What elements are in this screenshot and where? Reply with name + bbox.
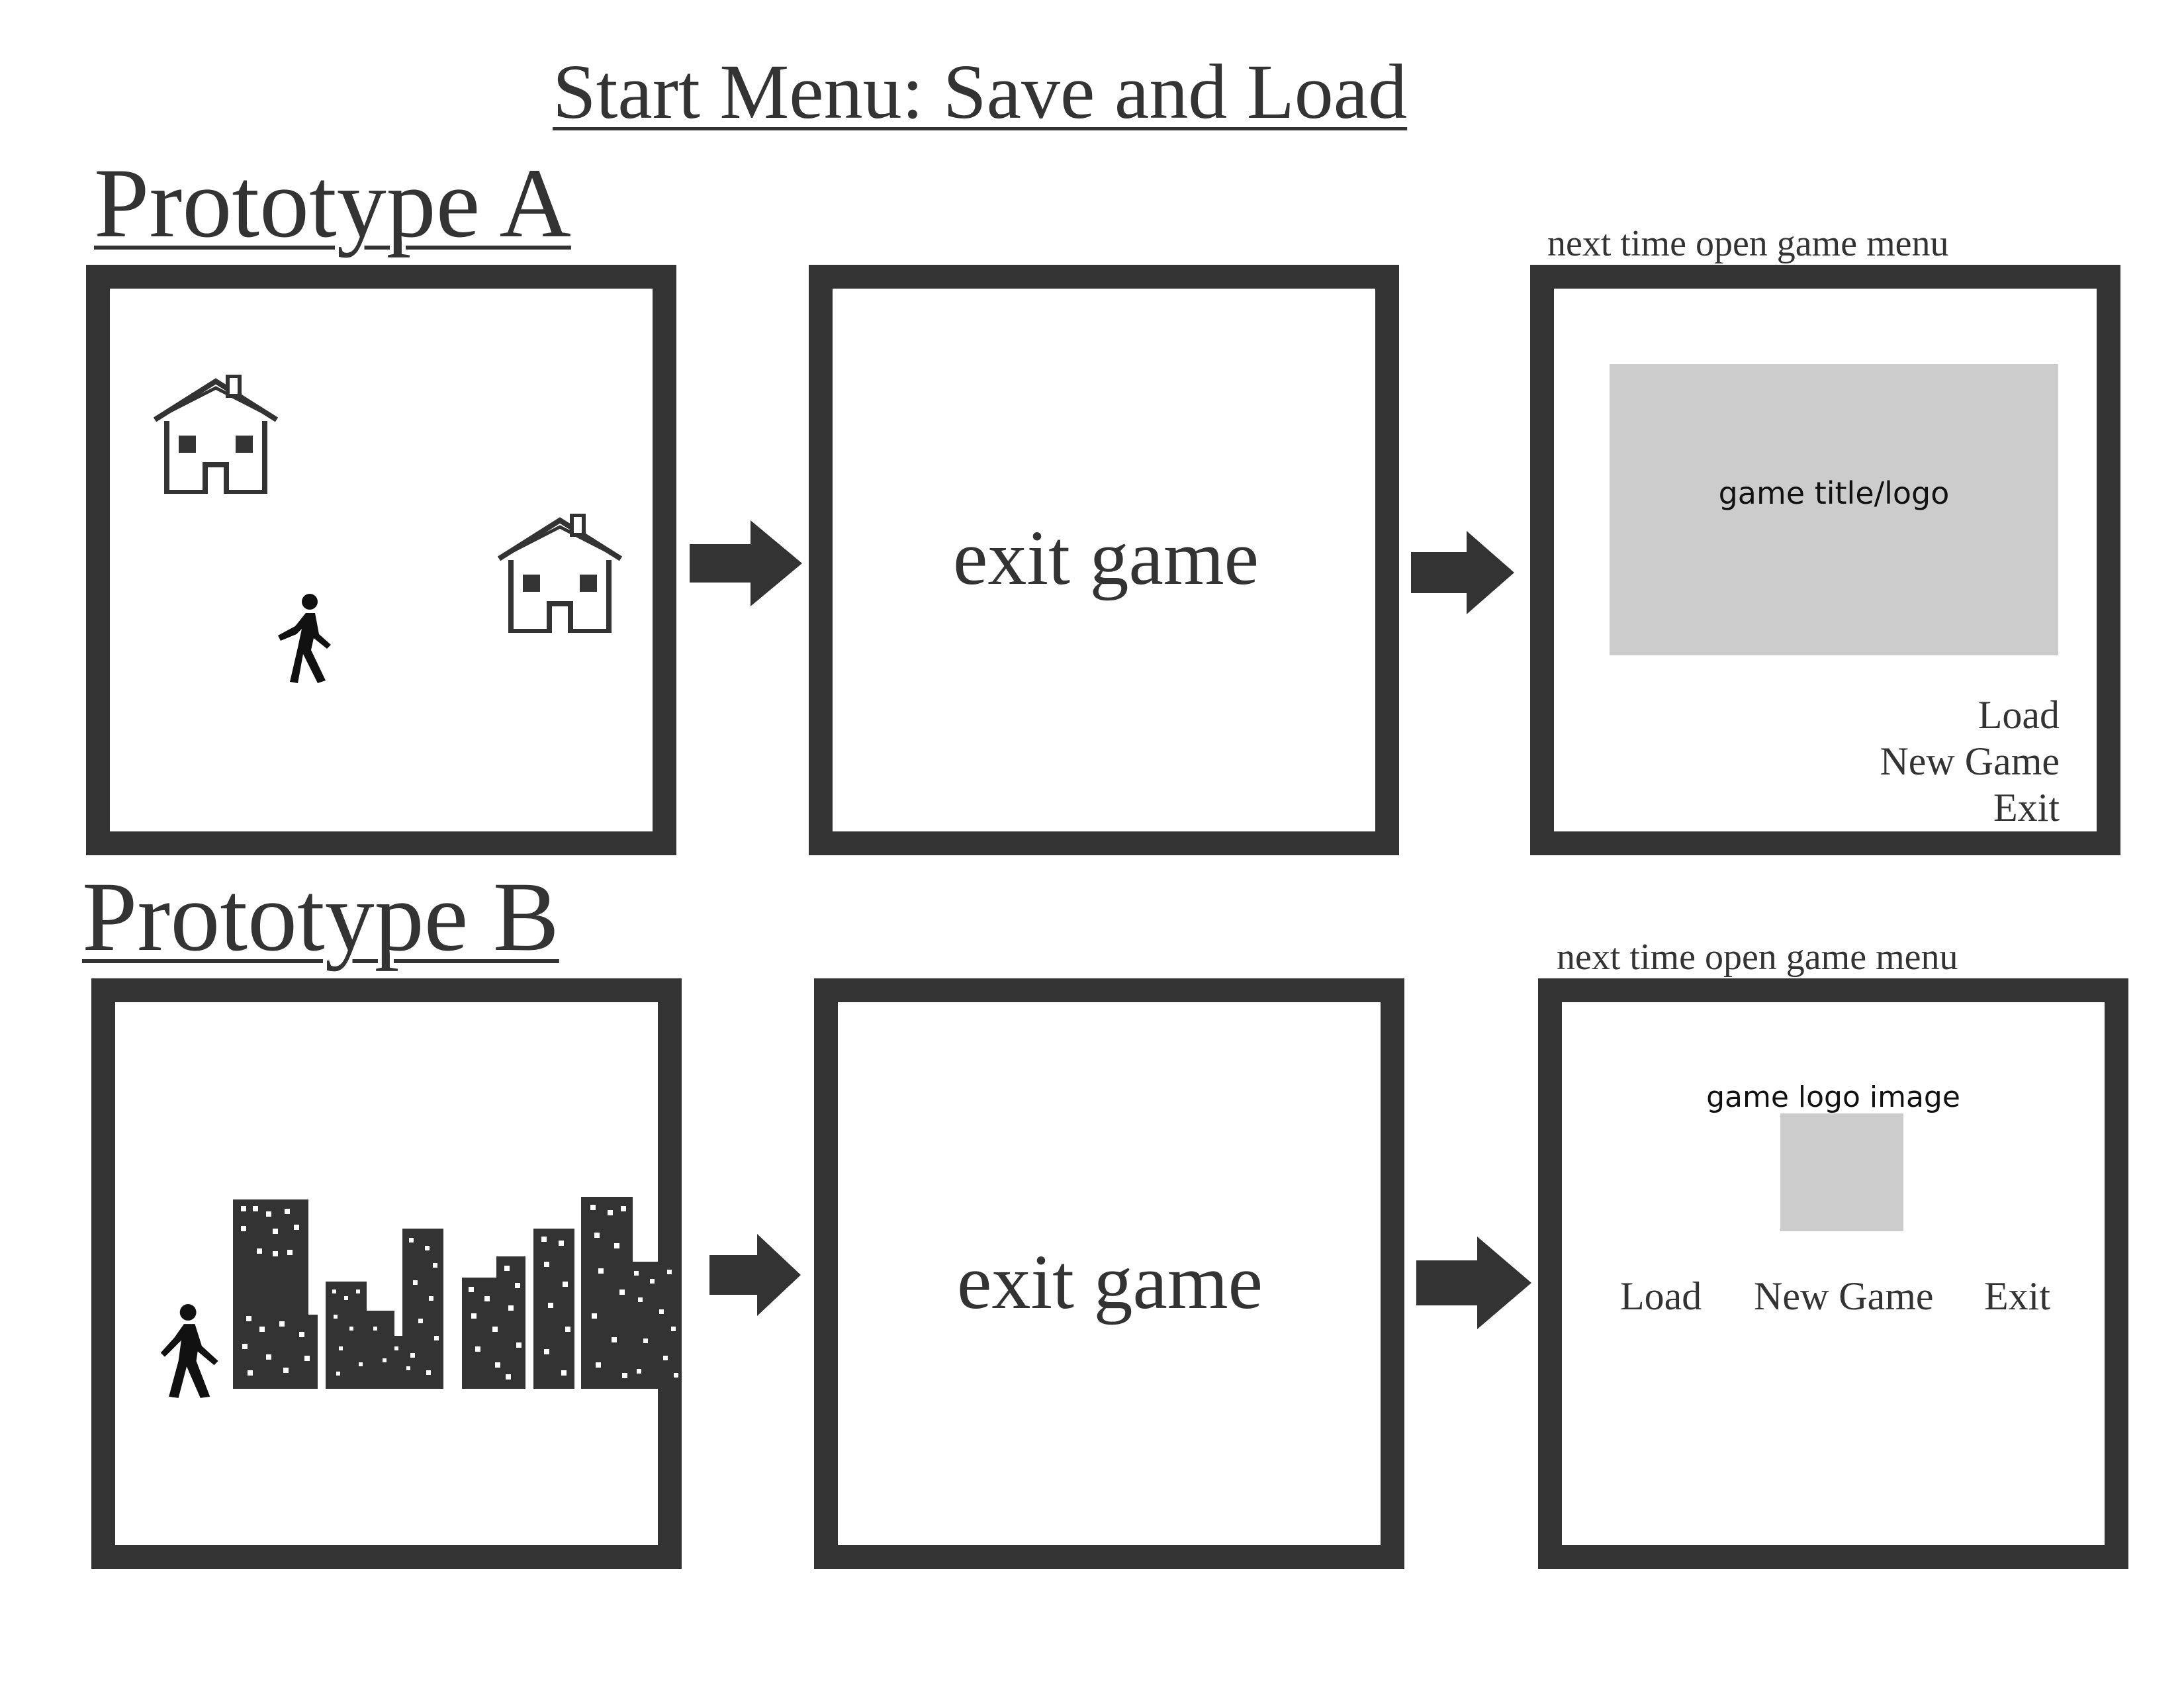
pedestrian-icon — [160, 1304, 218, 1398]
next-time-caption: next time open game menu — [1557, 937, 1958, 978]
city-skyline-icon — [233, 1197, 682, 1389]
right-arrow-icon — [1416, 1237, 1531, 1329]
new-game-button[interactable]: New Game — [1880, 739, 2060, 783]
exit-button[interactable]: Exit — [1984, 1274, 2050, 1318]
load-button[interactable]: Load — [1620, 1274, 1702, 1318]
right-arrow-icon — [1411, 531, 1514, 614]
prototype-a-exit-screen: exit game — [809, 265, 1399, 855]
pedestrian-icon — [278, 594, 331, 683]
house-icon — [497, 514, 623, 633]
prototype-b-heading: Prototype B — [82, 862, 559, 972]
right-arrow-icon — [709, 1234, 801, 1316]
prototype-b-start-menu: game logo image Load New Game Exit — [1538, 978, 2128, 1569]
exit-game-text: exit game — [957, 1239, 1263, 1325]
exit-button[interactable]: Exit — [1993, 786, 2060, 829]
page-title: Start Menu: Save and Load — [553, 48, 1408, 135]
game-logo-placeholder — [1780, 1113, 1903, 1231]
game-logo-placeholder: game title/logo — [1610, 364, 2058, 655]
prototype-b-exit-screen: exit game — [814, 978, 1404, 1569]
prototype-a-start-menu: game title/logo Load New Game Exit — [1530, 265, 2120, 855]
exit-game-text: exit game — [953, 514, 1259, 601]
prototype-a-heading: Prototype A — [94, 148, 571, 258]
prototype-b-game-screen — [91, 978, 682, 1569]
game-logo-label: game title/logo — [1718, 475, 1950, 511]
new-game-button[interactable]: New Game — [1754, 1274, 1934, 1318]
load-button[interactable]: Load — [1978, 693, 2060, 737]
right-arrow-icon — [690, 520, 802, 606]
next-time-caption: next time open game menu — [1547, 223, 1949, 264]
prototype-a-game-screen — [86, 265, 676, 855]
house-icon — [153, 375, 279, 494]
game-logo-label: game logo image — [1706, 1080, 1960, 1114]
